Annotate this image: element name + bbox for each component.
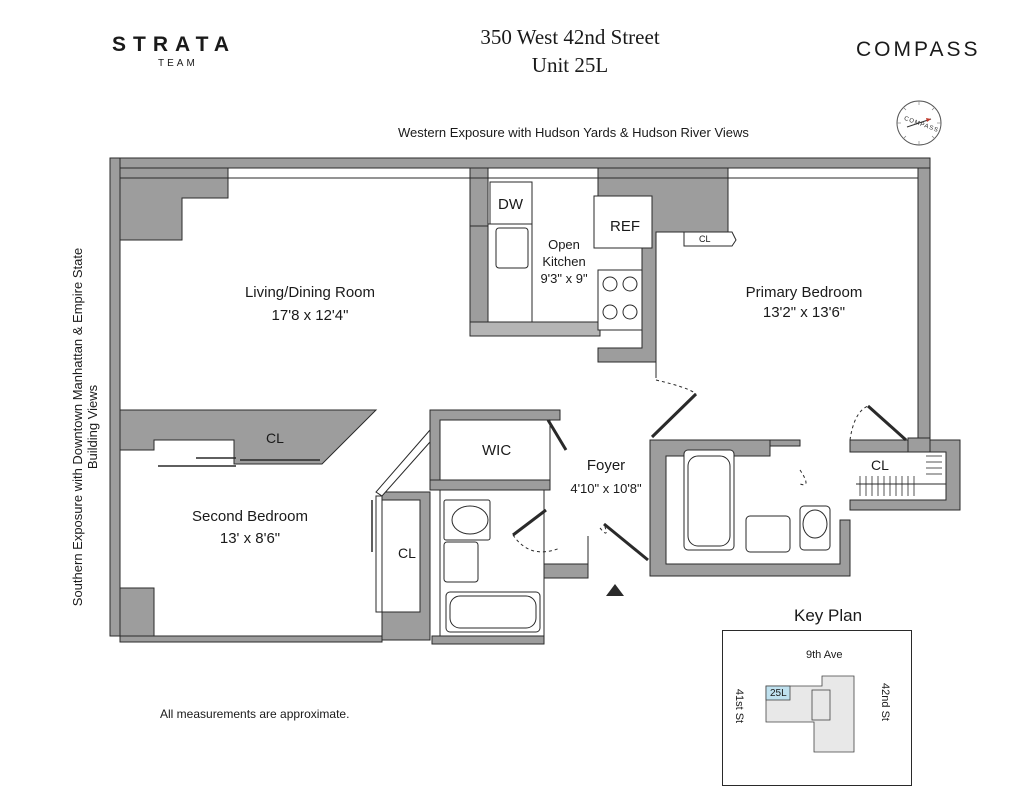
key-plan-unit-label: 25L [770, 688, 787, 699]
bath-south-wall [431, 635, 545, 645]
kitchen-closet-label: CL [699, 234, 711, 244]
strata-logo-sub: TEAM [158, 58, 198, 69]
foyer-dims: 4'10" x 10'8" [570, 481, 642, 496]
dishwasher [489, 181, 533, 225]
living-room-name: Living/Dining Room [244, 284, 376, 301]
foyer-name: Foyer [586, 457, 626, 474]
living-room-dims: 17'8 x 12'4" [271, 307, 349, 324]
primary-bath-wall-top [769, 439, 801, 447]
unit-title: Unit 25L [531, 53, 609, 77]
refrigerator [593, 195, 653, 249]
address-title: 350 West 42nd Street [480, 25, 660, 49]
primary-bedroom-name: Primary Bedroom [745, 284, 863, 301]
primary-closet-wall [849, 439, 961, 511]
second-bedroom-closet-label: CL [266, 430, 284, 446]
key-plan-street-top: 9th Ave [806, 649, 843, 661]
compass-logo: COMPASS [856, 38, 981, 61]
refrigerator-label: REF [610, 218, 640, 235]
key-plan-unit-highlight [765, 685, 791, 701]
key-plan-drawing [765, 675, 855, 753]
kitchen-counter-bottom [469, 321, 601, 337]
foyer-south-wall [543, 563, 589, 579]
key-plan-box [722, 630, 912, 786]
west-wall [109, 157, 121, 637]
primary-bedroom-dims: 13'2" x 13'6" [762, 304, 846, 321]
key-plan-street-right: 42nd St [878, 683, 891, 721]
sw-column [119, 587, 155, 637]
cl-wall [381, 491, 431, 641]
key-plan-street-left: 41st St [733, 688, 746, 724]
second-bedroom-dims: 13' x 8'6" [219, 530, 281, 547]
second-bedroom-name: Second Bedroom [192, 508, 308, 525]
north-wall [109, 157, 931, 169]
nw-column [119, 167, 229, 241]
measurement-note: All measurements are approximate. [160, 707, 350, 721]
east-wall [917, 167, 931, 439]
key-plan-title: Key Plan [794, 606, 863, 625]
kitchen-sink [495, 227, 529, 269]
primary-closet-label: CL [871, 457, 889, 473]
west-exposure-label: Western Exposure with Hudson Yards & Hud… [398, 125, 749, 140]
wic-wall-bottom [429, 479, 551, 491]
bedroom-divider-wall [119, 409, 378, 465]
kitchen-closet [683, 231, 737, 247]
primary-bath-wall [649, 439, 851, 577]
kitchen-name-1: Open [548, 237, 580, 252]
wic-label: WIC [482, 442, 512, 459]
kitchen-name-2: Kitchen [542, 254, 586, 269]
east-wall-step [907, 437, 931, 453]
kitchen-dims: 9'3" x 9" [540, 271, 588, 286]
dishwasher-label: DW [498, 196, 523, 213]
south-wall-left [119, 635, 383, 643]
entry-arrow-icon [606, 584, 624, 596]
kitchen-counter-wall [469, 225, 489, 337]
side-closet-label: CL [398, 545, 416, 561]
strata-logo: STRATA [112, 33, 237, 56]
compass-rose-icon [896, 100, 942, 146]
kitchen-column [469, 167, 489, 227]
